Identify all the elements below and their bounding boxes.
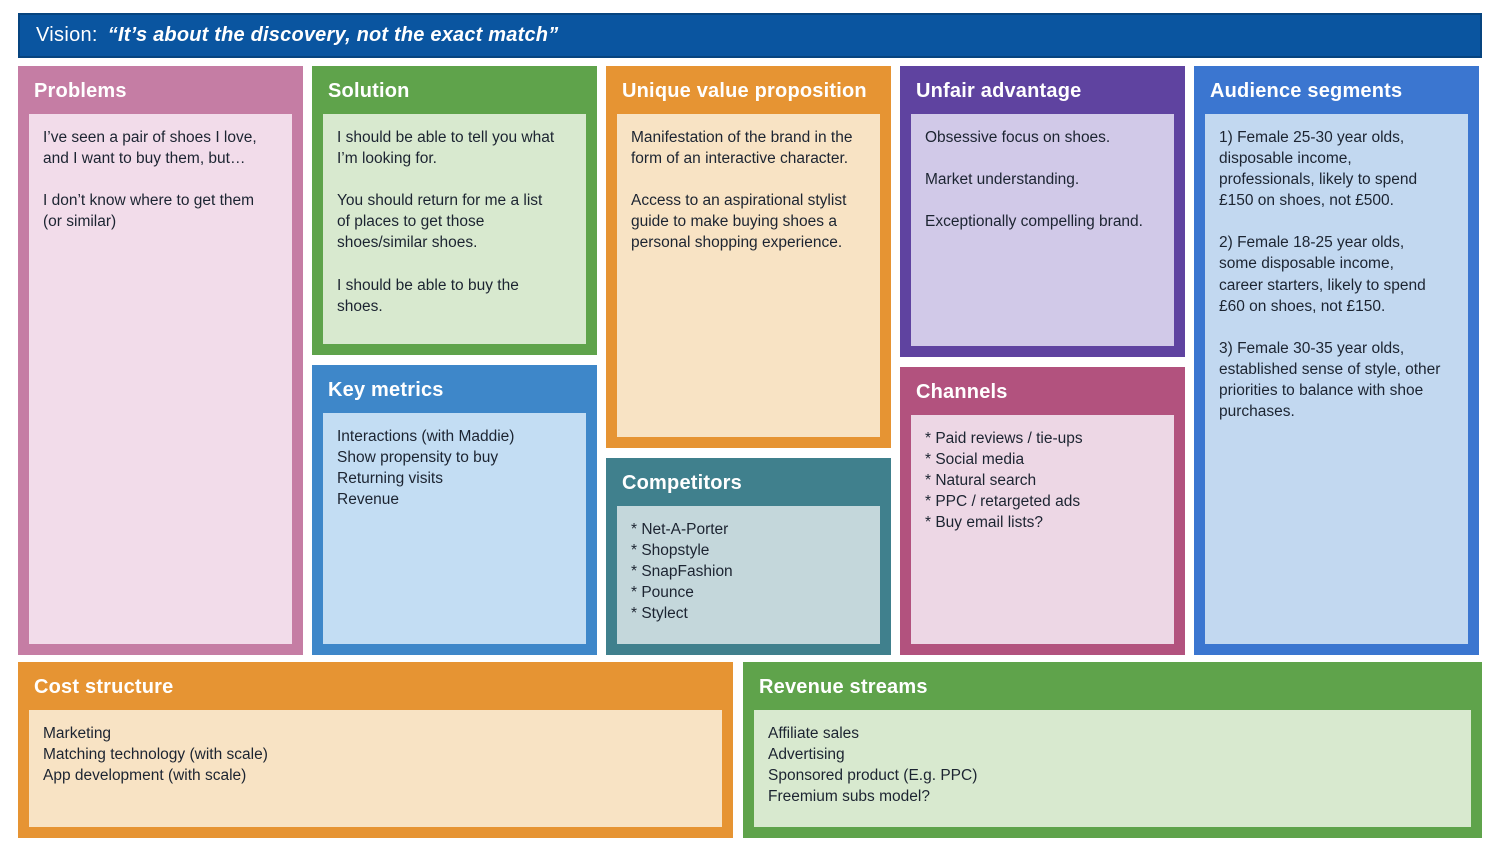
canvas-main-row: Problems I’ve seen a pair of shoes I lov…	[18, 66, 1482, 655]
panel-unfair-advantage-title: Unfair advantage	[916, 80, 1082, 102]
panel-key-metrics-body: Interactions (with Maddie) Show propensi…	[323, 413, 586, 644]
panel-unfair-advantage: Unfair advantage Obsessive focus on shoe…	[900, 66, 1185, 357]
panel-key-metrics: Key metrics Interactions (with Maddie) S…	[312, 365, 597, 655]
panel-channels-body: * Paid reviews / tie-ups * Social media …	[911, 415, 1174, 644]
panel-cost-structure: Cost structure Marketing Matching techno…	[18, 662, 733, 838]
panel-cost-structure-title: Cost structure	[34, 676, 174, 698]
panel-competitors-body: * Net-A-Porter * Shopstyle * SnapFashion…	[617, 506, 880, 644]
panel-problems: Problems I’ve seen a pair of shoes I lov…	[18, 66, 303, 655]
panel-audience-segments: Audience segments 1) Female 25-30 year o…	[1194, 66, 1479, 655]
column-uvp-competitors: Unique value proposition Manifestation o…	[606, 66, 891, 655]
column-advantage-channels: Unfair advantage Obsessive focus on shoe…	[900, 66, 1185, 655]
panel-cost-structure-body: Marketing Matching technology (with scal…	[29, 710, 722, 827]
panel-channels: Channels * Paid reviews / tie-ups * Soci…	[900, 367, 1185, 655]
panel-solution: Solution I should be able to tell you wh…	[312, 66, 597, 355]
vision-label: Vision:	[36, 24, 98, 46]
panel-revenue-streams-title: Revenue streams	[759, 676, 928, 698]
panel-competitors-title: Competitors	[622, 472, 742, 494]
panel-unique-value-proposition: Unique value proposition Manifestation o…	[606, 66, 891, 448]
canvas-bottom-row: Cost structure Marketing Matching techno…	[18, 662, 1482, 838]
panel-unique-value-proposition-body: Manifestation of the brand in the form o…	[617, 114, 880, 437]
panel-solution-title: Solution	[328, 80, 410, 102]
panel-competitors: Competitors * Net-A-Porter * Shopstyle *…	[606, 458, 891, 655]
panel-solution-body: I should be able to tell you what I’m lo…	[323, 114, 586, 344]
panel-unique-value-proposition-title: Unique value proposition	[622, 80, 867, 102]
column-problems: Problems I’ve seen a pair of shoes I lov…	[18, 66, 303, 655]
panel-revenue-streams-body: Affiliate sales Advertising Sponsored pr…	[754, 710, 1471, 827]
panel-key-metrics-title: Key metrics	[328, 379, 444, 401]
panel-unfair-advantage-body: Obsessive focus on shoes. Market underst…	[911, 114, 1174, 346]
column-solution-metrics: Solution I should be able to tell you wh…	[312, 66, 597, 655]
panel-problems-body: I’ve seen a pair of shoes I love, and I …	[29, 114, 292, 644]
panel-audience-segments-title: Audience segments	[1210, 80, 1403, 102]
column-audience: Audience segments 1) Female 25-30 year o…	[1194, 66, 1479, 655]
panel-revenue-streams: Revenue streams Affiliate sales Advertis…	[743, 662, 1482, 838]
vision-banner: Vision: “It’s about the discovery, not t…	[18, 13, 1482, 58]
vision-quote: “It’s about the discovery, not the exact…	[107, 24, 559, 46]
panel-problems-title: Problems	[34, 80, 127, 102]
panel-audience-segments-body: 1) Female 25-30 year olds, disposable in…	[1205, 114, 1468, 644]
panel-channels-title: Channels	[916, 381, 1008, 403]
